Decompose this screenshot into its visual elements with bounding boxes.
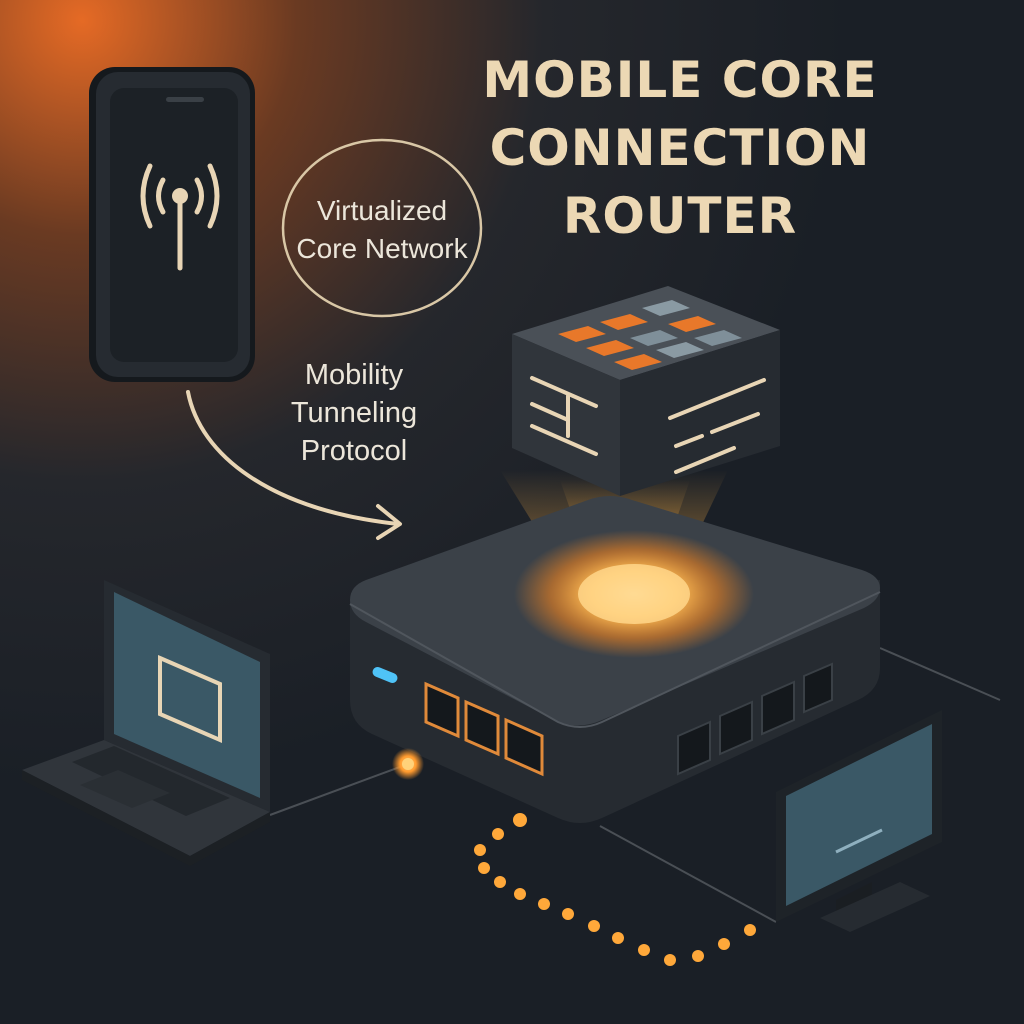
core-network-bubble xyxy=(281,138,483,318)
status-led xyxy=(372,667,398,683)
connection-lines xyxy=(269,647,1001,923)
cube-grid-tiles xyxy=(558,300,742,370)
cube-side-lines xyxy=(530,376,766,474)
curved-arrow-icon xyxy=(186,390,402,540)
title-line-2: CONNECTION xyxy=(489,119,871,177)
smartphone xyxy=(89,67,255,382)
router xyxy=(349,496,881,823)
data-flow-dots xyxy=(392,748,756,966)
desktop-monitor xyxy=(776,710,942,932)
window-frame-icon xyxy=(158,654,222,744)
title-line-1: MOBILE CORE xyxy=(482,51,878,109)
protocol-label-line-1: Mobility xyxy=(304,359,404,391)
protocol-label-line-3: Protocol xyxy=(300,435,408,467)
core-network-label-line-1: Virtualized xyxy=(316,195,448,226)
signal-tower-icon xyxy=(140,163,220,271)
ethernet-ports-left xyxy=(424,681,544,777)
title-line-3: ROUTER xyxy=(562,187,798,245)
core-network-label-line-2: Core Network xyxy=(296,233,468,264)
laptop xyxy=(22,580,270,866)
protocol-label-line-2: Tunneling xyxy=(290,397,418,429)
core-network-label: Virtualized Core Network xyxy=(282,192,482,268)
protocol-label: Mobility Tunneling Protocol xyxy=(264,356,444,470)
ethernet-ports-right xyxy=(677,662,833,776)
